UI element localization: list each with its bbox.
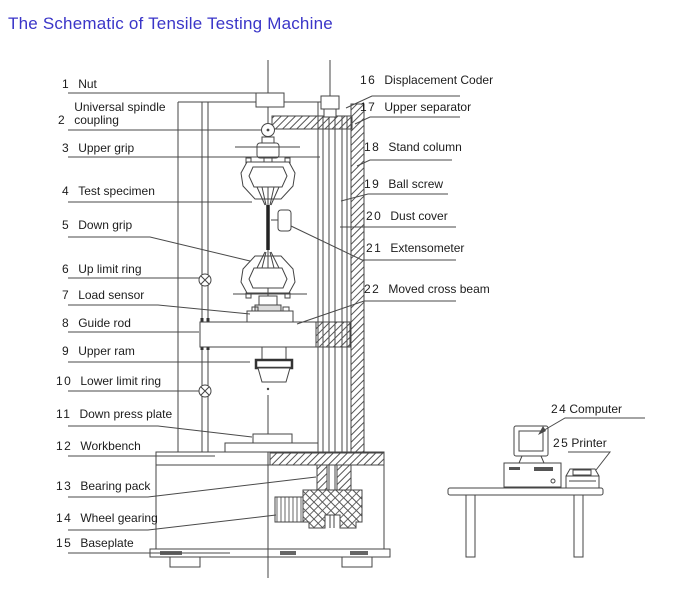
label-universal-spindle-coupling: 2 Universal spindle coupling xyxy=(58,101,168,127)
label-text: Universal spindle coupling xyxy=(74,100,166,127)
label-text: Load sensor xyxy=(78,288,145,302)
label-number: 6 xyxy=(62,262,71,276)
label-baseplate: 15 Baseplate xyxy=(56,537,134,550)
table-icon xyxy=(447,487,604,558)
label-text: Upper separator xyxy=(384,100,472,114)
label-load-sensor: 7 Load sensor xyxy=(62,289,144,302)
printer-icon xyxy=(565,468,600,489)
label-number: 24 xyxy=(551,402,568,416)
label-workbench: 12 Workbench xyxy=(56,440,141,453)
label-number: 10 xyxy=(56,374,73,388)
label-text: Guide rod xyxy=(78,316,131,330)
label-number: 2 xyxy=(58,113,67,127)
label-bearing-pack: 13 Bearing pack xyxy=(56,480,150,493)
label-number: 17 xyxy=(360,100,377,114)
label-number: 20 xyxy=(366,209,383,223)
label-text: Baseplate xyxy=(80,536,134,550)
label-stand-column: 18 Stand column xyxy=(364,141,462,154)
label-number: 7 xyxy=(62,288,71,302)
label-lower-limit-ring: 10 Lower limit ring xyxy=(56,375,161,388)
label-wheel-gearing: 14 Wheel gearing xyxy=(56,512,158,525)
label-text: Moved cross beam xyxy=(388,282,490,296)
page-title: The Schematic of Tensile Testing Machine xyxy=(8,14,333,33)
label-number: 4 xyxy=(62,184,71,198)
label-number: 11 xyxy=(56,407,72,421)
label-number: 12 xyxy=(56,439,73,453)
label-down-press-plate: 11 Down press plate xyxy=(56,408,172,421)
load-train xyxy=(199,107,351,453)
label-text: Down grip xyxy=(78,218,133,232)
label-text: Stand column xyxy=(388,140,462,154)
label-text: Up limit ring xyxy=(78,262,142,276)
label-text: Displacement Coder xyxy=(384,73,494,87)
label-number: 16 xyxy=(360,73,377,87)
label-up-limit-ring: 6 Up limit ring xyxy=(62,263,142,276)
label-displacement-coder: 16 Displacement Coder xyxy=(360,74,493,87)
label-guide-rod: 8 Guide rod xyxy=(62,317,131,330)
label-text: Bearing pack xyxy=(80,479,151,493)
label-number: 18 xyxy=(364,140,381,154)
label-test-specimen: 4 Test specimen xyxy=(62,185,155,198)
leader-lines xyxy=(68,92,645,554)
computer-workstation xyxy=(447,425,604,558)
label-text: Dust cover xyxy=(390,209,448,223)
label-text: Computer xyxy=(569,402,623,416)
label-text: Extensometer xyxy=(390,241,465,255)
base-assembly xyxy=(149,451,391,578)
label-number: 3 xyxy=(62,141,71,155)
label-moved-cross-beam: 22 Moved cross beam xyxy=(364,283,490,296)
label-number: 8 xyxy=(62,316,71,330)
label-text: Nut xyxy=(78,77,97,91)
label-upper-ram: 9 Upper ram xyxy=(62,345,135,358)
label-number: 25 xyxy=(553,436,570,450)
arrowhead-computer xyxy=(538,426,546,435)
label-number: 9 xyxy=(62,344,71,358)
label-number: 19 xyxy=(364,177,381,191)
label-number: 15 xyxy=(56,536,73,550)
label-number: 21 xyxy=(366,241,383,255)
label-upper-separator: 17 Upper separator xyxy=(360,101,471,114)
label-extensometer: 21 Extensometer xyxy=(366,242,464,255)
label-number: 13 xyxy=(56,479,73,493)
label-text: Workbench xyxy=(80,439,141,453)
label-text: Wheel gearing xyxy=(80,511,158,525)
label-down-grip: 5 Down grip xyxy=(62,219,132,232)
label-nut: 1 Nut xyxy=(62,78,97,91)
label-text: Printer xyxy=(571,436,607,450)
label-dust-cover: 20 Dust cover xyxy=(366,210,448,223)
label-text: Upper grip xyxy=(78,141,135,155)
label-text: Lower limit ring xyxy=(80,374,162,388)
label-text: Test specimen xyxy=(78,184,155,198)
computer-icon xyxy=(503,425,562,488)
label-text: Down press plate xyxy=(79,407,173,421)
label-number: 1 xyxy=(62,77,71,91)
label-ball-screw: 19 Ball screw xyxy=(364,178,443,191)
label-number: 5 xyxy=(62,218,71,232)
label-number: 14 xyxy=(56,511,73,525)
label-number: 22 xyxy=(364,282,381,296)
label-text: Upper ram xyxy=(78,344,135,358)
label-text: Ball screw xyxy=(388,177,444,191)
label-upper-grip: 3 Upper grip xyxy=(62,142,134,155)
